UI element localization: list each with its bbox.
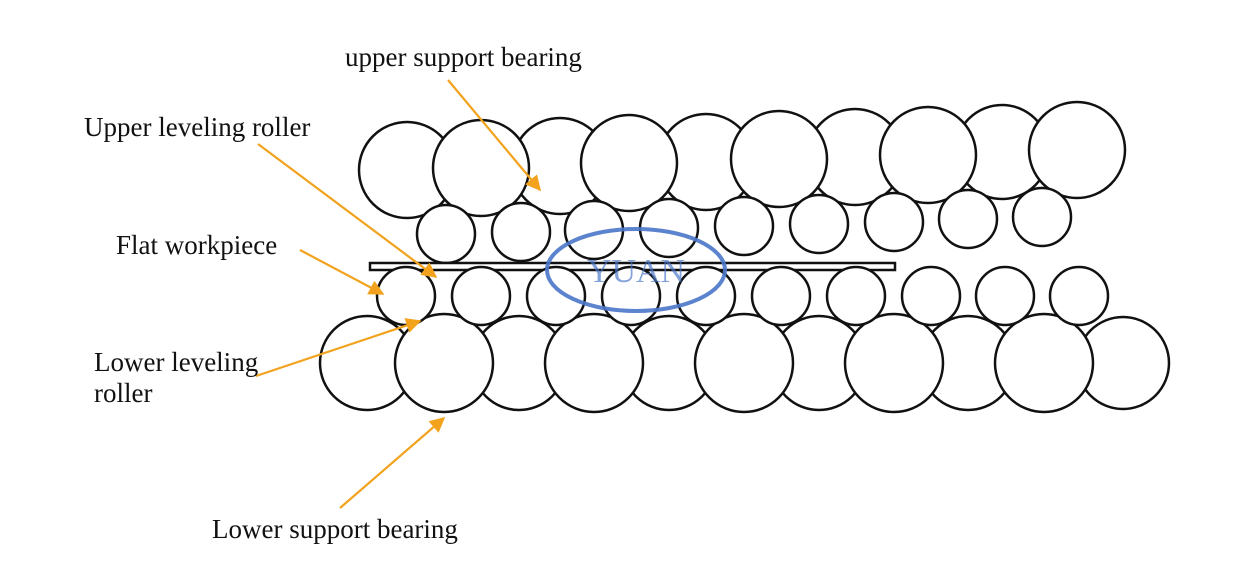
lower-support-bearing xyxy=(393,312,495,414)
lower-leveling-roller xyxy=(1048,265,1110,327)
upper-support-bearing xyxy=(579,113,679,213)
lower-leveling-roller xyxy=(375,265,437,327)
upper-leveling-roller xyxy=(937,188,999,250)
pointer-arrows xyxy=(255,79,541,509)
arrow-lower-support-bearing xyxy=(339,416,446,509)
lower-support-bearing xyxy=(993,312,1095,414)
lower-leveling-roller xyxy=(450,265,512,327)
lower-leveling-roller xyxy=(900,265,962,327)
lower-leveling-roller xyxy=(525,265,587,327)
upper-support-bearings xyxy=(357,100,1127,220)
arrow-upper-support-bearing xyxy=(447,79,541,192)
upper-support-bearing xyxy=(729,109,829,209)
upper-leveling-roller xyxy=(713,195,775,257)
lower-support-bearing xyxy=(693,312,795,414)
lower-leveling-roller xyxy=(974,265,1036,327)
label-flat-workpiece: Flat workpiece xyxy=(116,230,278,260)
label-upper-support-bearing: upper support bearing xyxy=(345,42,582,72)
watermark-ellipse xyxy=(545,227,727,313)
arrow-upper-leveling-roller xyxy=(257,143,438,278)
watermark: YUAN xyxy=(545,227,727,313)
arrow-lower-leveling-roller xyxy=(255,318,422,378)
upper-leveling-rollers xyxy=(415,186,1073,265)
label-lower-support-bearing: Lower support bearing xyxy=(212,514,458,544)
upper-leveling-roller xyxy=(490,201,552,263)
upper-support-bearing xyxy=(1027,100,1127,200)
arrow-flat-workpiece xyxy=(299,249,385,295)
lower-leveling-roller xyxy=(750,265,812,327)
upper-leveling-roller xyxy=(1011,186,1073,248)
watermark-text: YUAN xyxy=(587,253,685,290)
lower-leveling-roller xyxy=(825,265,887,327)
lower-support-bearings xyxy=(318,312,1171,414)
upper-leveling-roller xyxy=(415,203,477,265)
upper-leveling-roller xyxy=(863,191,925,253)
upper-leveling-roller xyxy=(788,193,850,255)
label-upper-leveling-roller: Upper leveling roller xyxy=(84,112,311,142)
upper-support-bearing xyxy=(431,118,531,218)
lower-support-bearing xyxy=(843,312,945,414)
label-lower-leveling-roller: Lower leveling roller xyxy=(94,347,259,409)
upper-support-bearing xyxy=(878,105,978,205)
lower-support-bearing xyxy=(543,312,645,414)
